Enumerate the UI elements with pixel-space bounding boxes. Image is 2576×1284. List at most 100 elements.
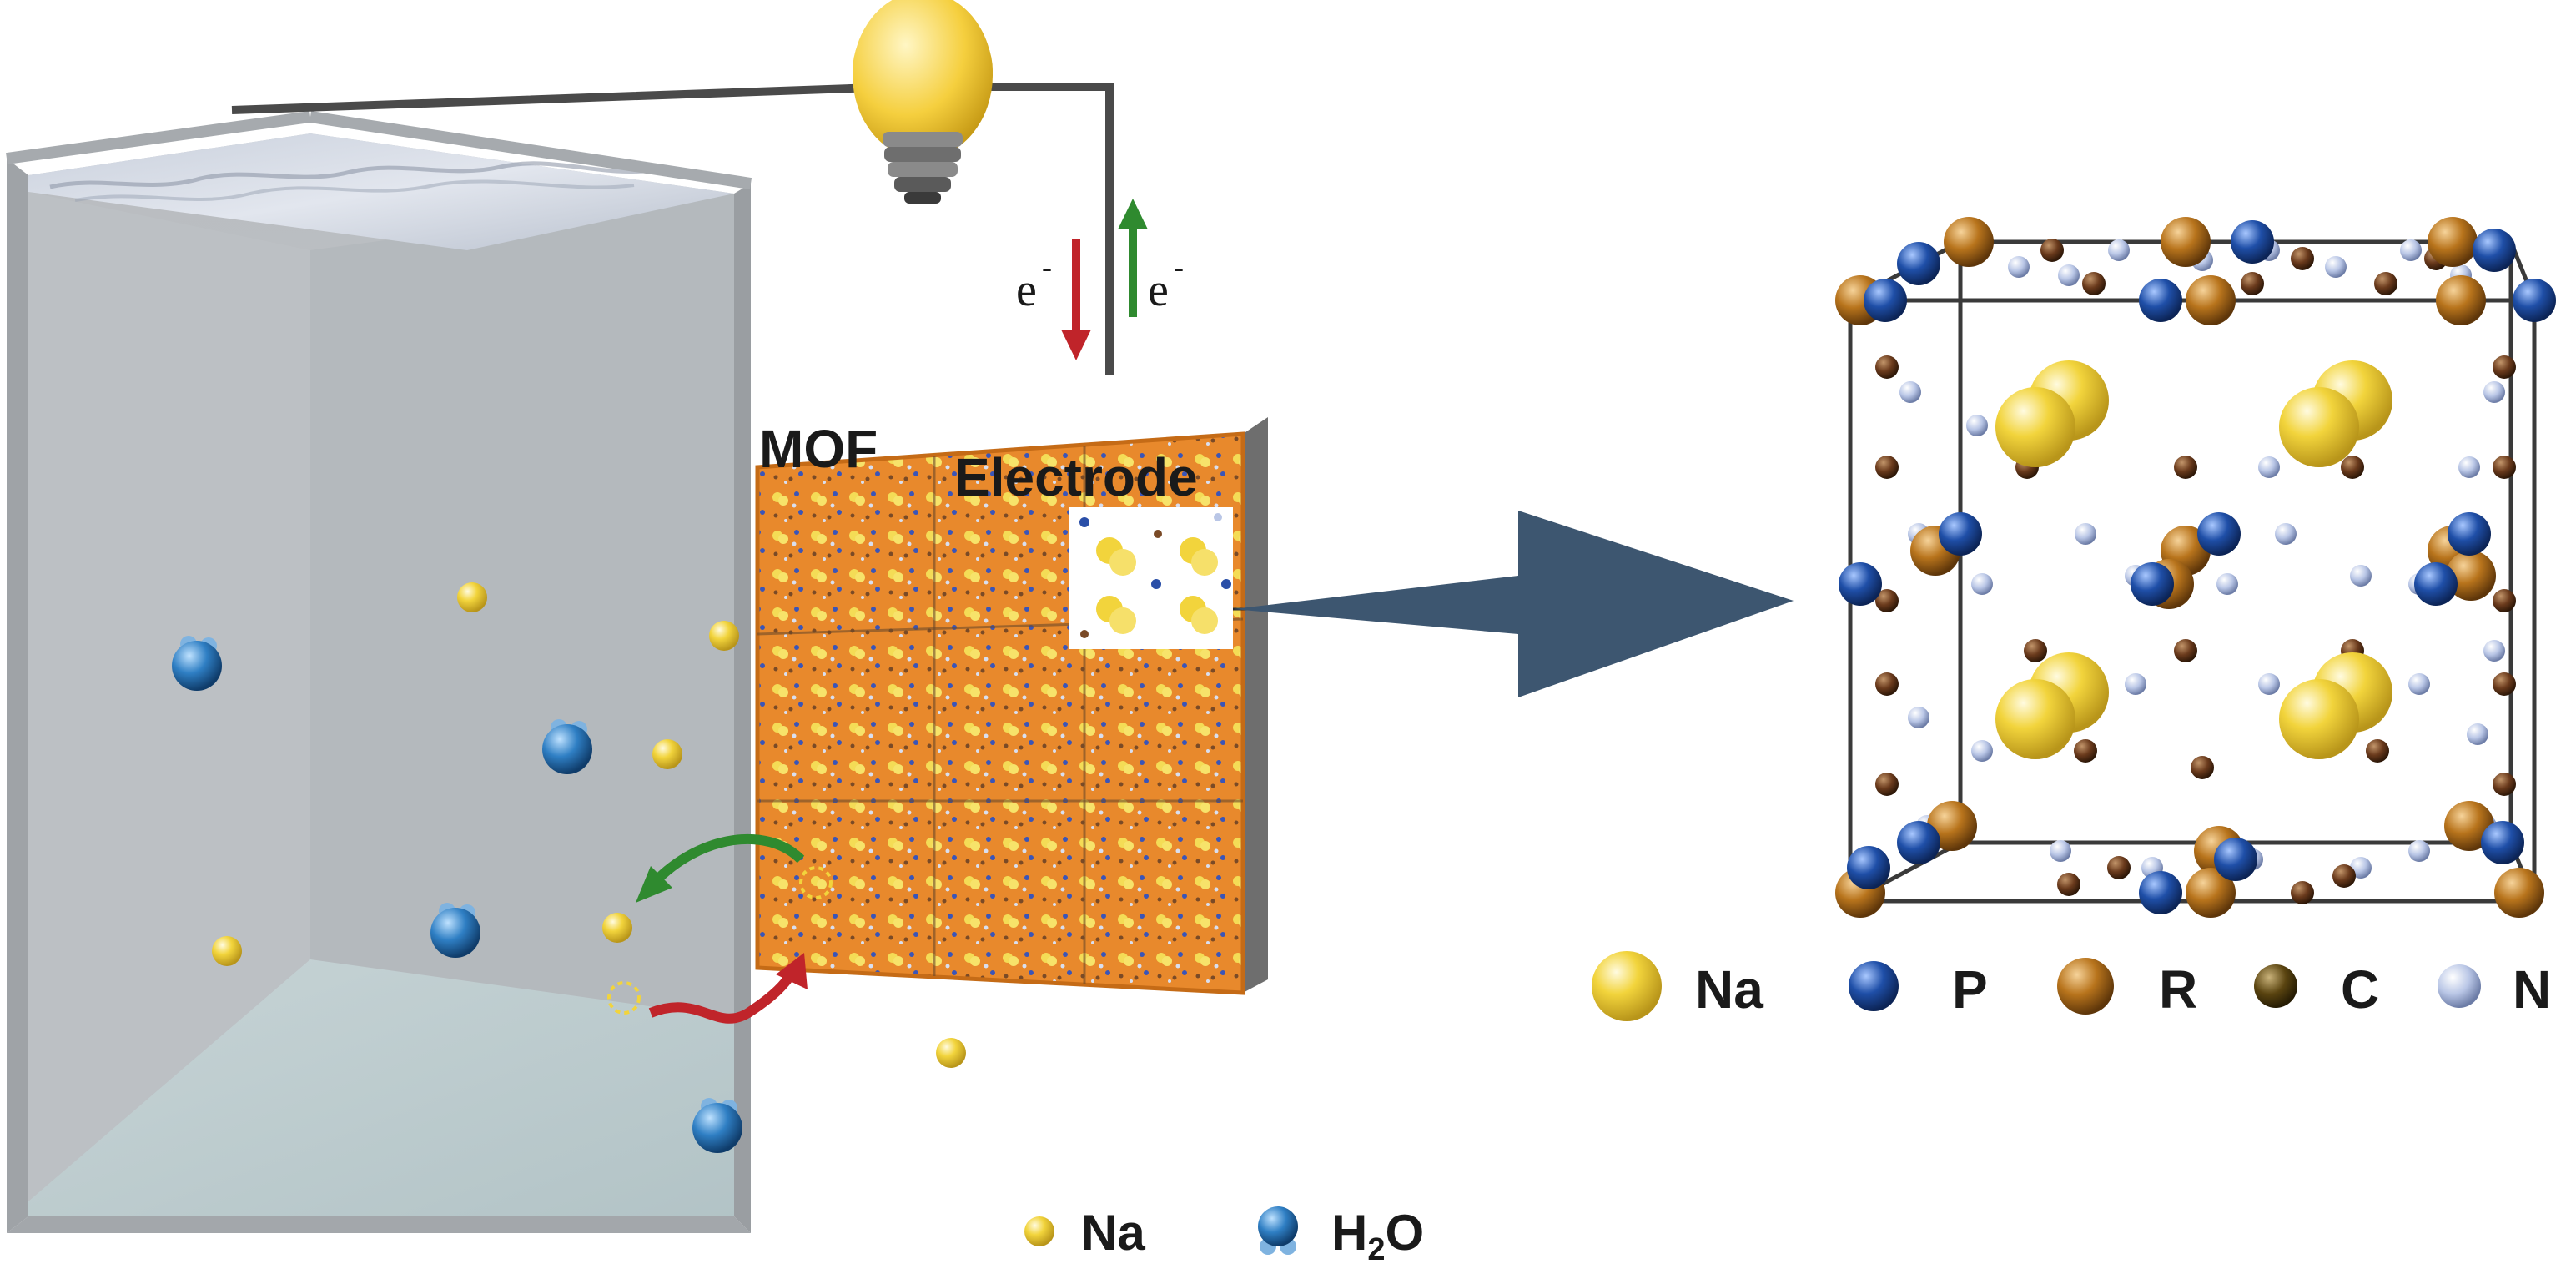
carbon-atom (2493, 456, 2516, 479)
carbon-atom (2074, 739, 2097, 763)
nitrogen-atom (1971, 740, 1993, 762)
legend-r-atom-label: R (2159, 959, 2197, 1020)
nitrogen-atom (1899, 381, 1921, 403)
r-atom (2428, 217, 2478, 267)
r-atom (2161, 217, 2211, 267)
phosphorus-atom (2131, 562, 2174, 606)
nitrogen-atom (2008, 256, 2030, 278)
nitrogen-atom (2108, 239, 2130, 261)
sodium-ion-released (799, 866, 833, 899)
legend-na-label: Na (1081, 1205, 1145, 1261)
r-atom (2446, 551, 2496, 601)
r-atom (2186, 275, 2236, 325)
carbon-atom (2332, 864, 2356, 888)
tank-floor (28, 959, 734, 1226)
crystal-structure (1835, 217, 2556, 918)
legend-na-atom-label: Na (1695, 959, 1763, 1020)
nitrogen-atom (2400, 239, 2422, 261)
legend-h2o-label: H2O (1331, 1205, 1424, 1267)
r-atom (2436, 275, 2486, 325)
phosphorus-atom (2481, 821, 2524, 864)
carbon-atom (2291, 881, 2314, 904)
nitrogen-atom (2125, 673, 2146, 695)
sodium-ion (212, 936, 242, 966)
carbon-atom (2057, 873, 2080, 896)
sodium-ion (457, 582, 487, 612)
carbon-atom (2107, 856, 2131, 879)
nitrogen-atom (2408, 673, 2430, 695)
electron-flow: e - e - (1016, 199, 1184, 360)
legend-p-atom-icon (1849, 961, 1899, 1011)
carbon-atom (2082, 272, 2106, 295)
external-circuit (231, 0, 1114, 375)
tank-inner-right (310, 194, 734, 1043)
carbon-atom (1875, 773, 1899, 796)
legend-c-atom-label: C (2341, 959, 2379, 1020)
phosphorus-atom (2473, 229, 2516, 272)
nitrogen-atom (2483, 381, 2505, 403)
phosphorus-atom (2197, 512, 2241, 556)
nitrogen-atom (2408, 840, 2430, 862)
legend-h2o-icon (1258, 1206, 1298, 1255)
carbon-atom (2024, 639, 2047, 662)
nitrogen-atom (2075, 523, 2096, 545)
ion-flow-arrows (636, 833, 808, 1024)
phosphorus-atom (1839, 562, 1882, 606)
nitrogen-atom (2258, 673, 2280, 695)
svg-text:-: - (1174, 250, 1184, 284)
tank-left-wall (7, 159, 28, 1233)
phosphorus-atom (1897, 242, 1940, 285)
carbon-atom (1875, 355, 1899, 379)
phosphorus-atom (1847, 846, 1890, 889)
carbon-atom (2493, 672, 2516, 696)
sodium-atom (1995, 387, 2075, 467)
legend-na-icon (1024, 1216, 1054, 1246)
solution-species (172, 582, 966, 1153)
nitrogen-atom (1966, 415, 1988, 436)
water-molecule (430, 903, 480, 958)
nitrogen-atom (2350, 565, 2372, 587)
sodium-atom (2279, 387, 2359, 467)
mof-electrode: MOF Electrode (755, 417, 1268, 995)
circuit-wire (231, 83, 1114, 375)
nitrogen-atom (2058, 264, 2080, 286)
big-arrow (1233, 511, 1794, 697)
mof-label: MOF (759, 419, 878, 479)
phosphorus-atom (2214, 838, 2257, 881)
carbon-atom (1875, 672, 1899, 696)
phosphorus-atom (2448, 512, 2491, 556)
water-molecule (172, 636, 222, 691)
sodium-atom (1995, 679, 2075, 759)
carbon-atom (1875, 456, 1899, 479)
svg-text:-: - (1042, 250, 1052, 284)
nitrogen-atom (1908, 707, 1929, 728)
electrode-label: Electrode (954, 447, 1198, 507)
legend-n-atom-icon (2438, 964, 2481, 1008)
carbon-atom (2493, 773, 2516, 796)
electron-label-out: e (1148, 264, 1169, 316)
sodium-ion (709, 621, 739, 651)
sodium-ion-vacancy (607, 981, 641, 1015)
crystal-legend: Na P R C N (1592, 951, 2551, 1021)
nitrogen-atom (2458, 456, 2480, 478)
sodium-ion (936, 1038, 966, 1068)
nitrogen-atom (2258, 456, 2280, 478)
legend-na-atom-icon (1592, 951, 1662, 1021)
legend-n-atom-label: N (2513, 959, 2551, 1020)
sodium-ion (602, 913, 632, 943)
legend-r-atom-icon (2057, 958, 2114, 1015)
tank-right-wall (734, 184, 751, 1233)
legend-p-atom-label: P (1952, 959, 1988, 1020)
sodium-atom (2279, 679, 2359, 759)
phosphorus-atom (2414, 562, 2458, 606)
phosphorus-atom (2139, 279, 2182, 322)
zoom-connector (1233, 511, 1794, 697)
cell-legend: Na H2O (1024, 1205, 1424, 1267)
phosphorus-atom (1897, 821, 1940, 864)
phosphorus-atom (2231, 220, 2274, 264)
carbon-atom (2374, 272, 2397, 295)
water-molecule (542, 719, 592, 774)
electrochemical-cell (6, 111, 752, 1233)
carbon-atom (2341, 456, 2364, 479)
tank-front-rim (7, 1216, 751, 1233)
